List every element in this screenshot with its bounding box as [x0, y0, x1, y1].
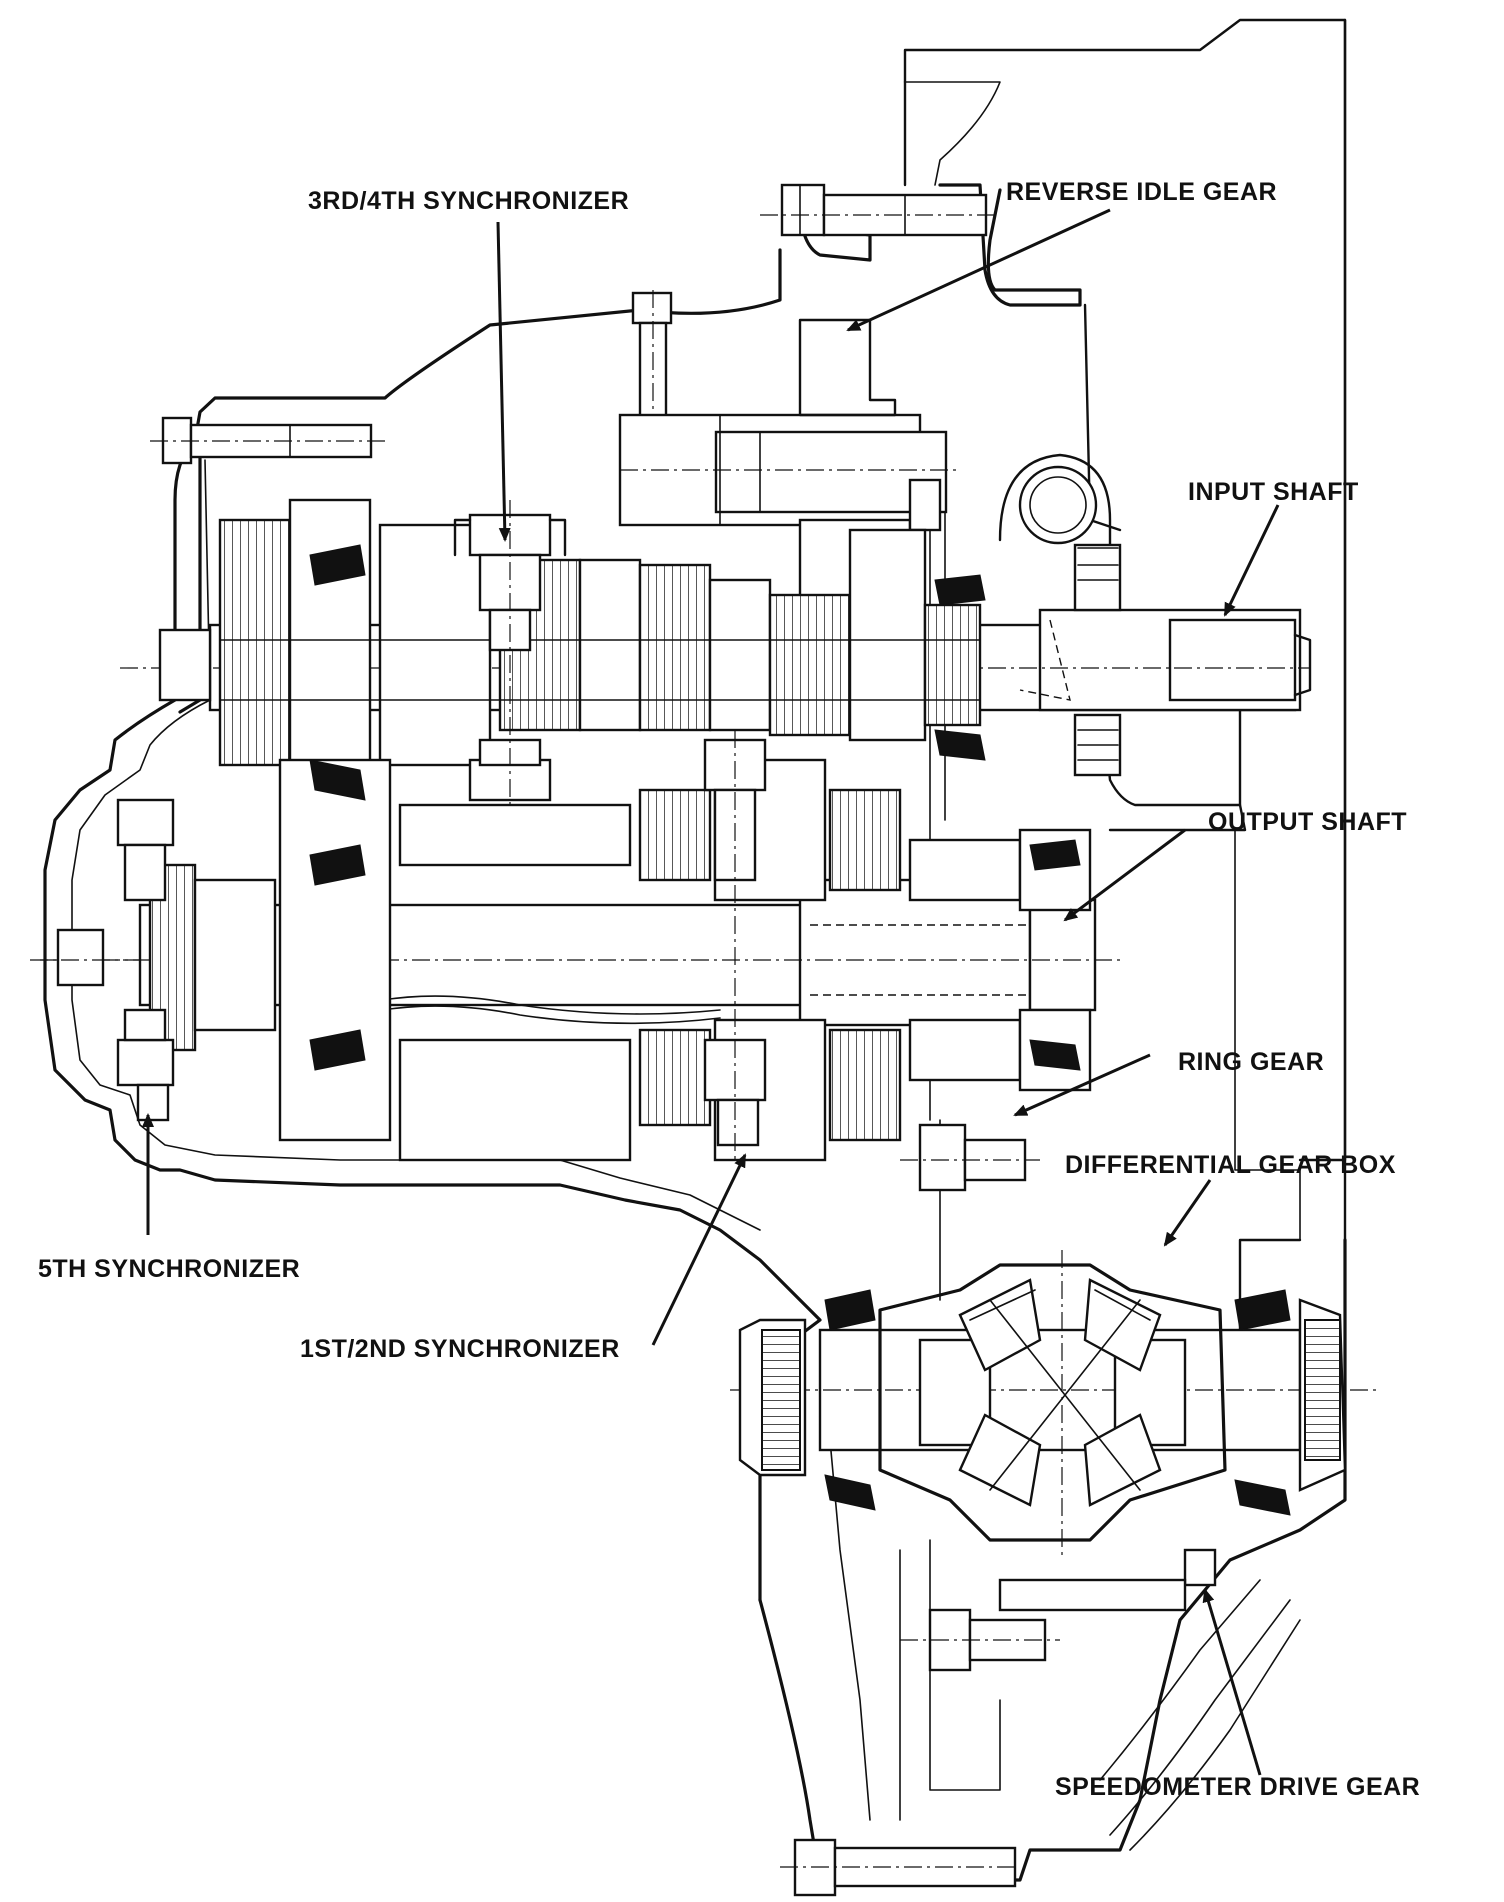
- label-reverse-idle-gear: REVERSE IDLE GEAR: [1006, 178, 1277, 206]
- tapered-bearings: [309, 544, 1081, 1071]
- label-speedometer-drive-gear: SPEEDOMETER DRIVE GEAR: [1055, 1773, 1420, 1801]
- leader-differential-gear-box: [1163, 1179, 1212, 1247]
- third-fourth-synchronizer: [453, 500, 567, 810]
- label-differential-gear-box: DIFFERENTIAL GEAR BOX: [1065, 1151, 1396, 1179]
- differential: [730, 1123, 1380, 1897]
- leader-ring-gear: [1013, 1053, 1151, 1117]
- label-output-shaft: OUTPUT SHAFT: [1208, 808, 1407, 836]
- fifth-synchronizer: [30, 798, 175, 1122]
- label-1st-2nd-synchronizer: 1ST/2ND SYNCHRONIZER: [300, 1335, 620, 1363]
- label-5th-synchronizer: 5TH SYNCHRONIZER: [38, 1255, 300, 1283]
- leader-reverse-idle-gear: [846, 208, 1111, 332]
- part-labels: 3RD/4TH SYNCHRONIZER REVERSE IDLE GEAR I…: [38, 178, 1420, 1801]
- leader-3rd-4th-synchronizer: [496, 221, 511, 542]
- input-shaft-gears: [218, 498, 982, 782]
- leader-1st-2nd-synchronizer: [651, 1153, 747, 1346]
- label-3rd-4th-synchronizer: 3RD/4TH SYNCHRONIZER: [308, 187, 629, 215]
- label-input-shaft: INPUT SHAFT: [1188, 478, 1359, 506]
- leader-output-shaft: [1063, 828, 1186, 922]
- first-second-synchronizer: [703, 730, 767, 1160]
- case-bolts: [150, 183, 1000, 510]
- leader-input-shaft: [1223, 504, 1280, 617]
- leader-lines: [142, 208, 1280, 1776]
- label-ring-gear: RING GEAR: [1178, 1048, 1324, 1076]
- leader-speedometer-drive-gear: [1202, 1588, 1262, 1776]
